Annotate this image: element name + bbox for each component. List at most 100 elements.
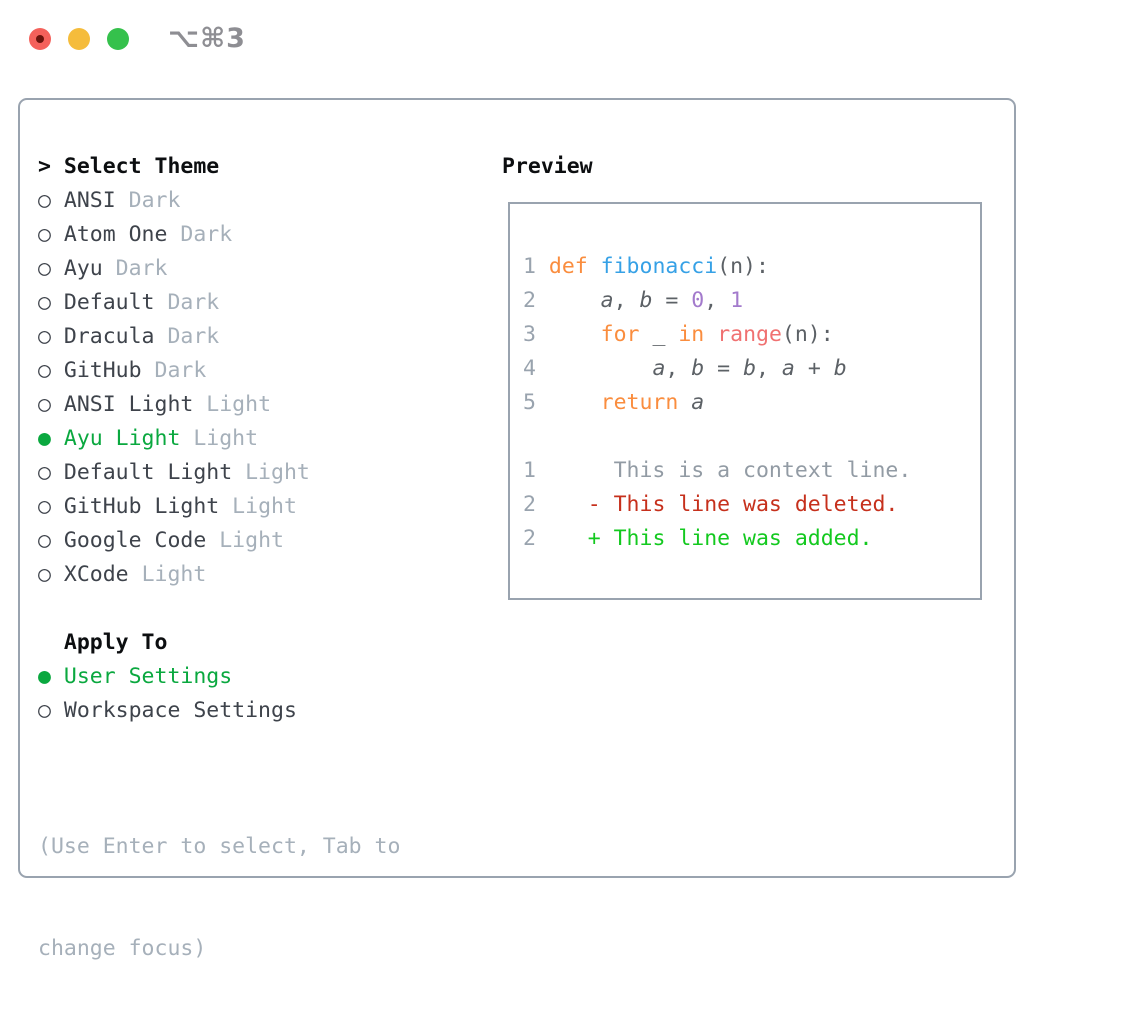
code-token: ,: [665, 356, 692, 381]
code-token: range: [717, 322, 782, 347]
code-token: (n):: [717, 254, 769, 279]
theme-name: Default Light: [50, 460, 233, 485]
code-token: [549, 322, 601, 347]
radio-unselected-icon: ○: [38, 222, 51, 247]
theme-variant: Light: [193, 392, 272, 417]
code-token: ,: [613, 288, 640, 313]
theme-item[interactable]: ● Ayu Light Light: [38, 422, 400, 456]
theme-variant: Light: [232, 460, 310, 485]
code-token: [704, 322, 717, 347]
theme-name: GitHub: [50, 358, 142, 383]
code-line: 2 a, b = 0, 1: [523, 284, 980, 318]
code-line: 3 for _ in range(n):: [523, 318, 980, 352]
theme-item[interactable]: ○ XCode Light: [38, 558, 400, 592]
code-token: a: [652, 356, 666, 381]
theme-variant: Dark: [115, 188, 181, 213]
close-button[interactable]: [29, 28, 51, 50]
theme-item[interactable]: ○ ANSI Light Light: [38, 388, 400, 422]
line-number: 4: [523, 356, 536, 381]
code-token: b: [833, 356, 847, 381]
theme-variant: Dark: [167, 222, 233, 247]
radio-unselected-icon: ○: [38, 562, 51, 587]
radio-unselected-icon: ○: [38, 392, 51, 417]
theme-name: Google Code: [50, 528, 207, 553]
spacer: [38, 592, 400, 626]
select-theme-header-label: Select Theme: [63, 154, 220, 179]
theme-variant: Dark: [154, 290, 220, 315]
line-number: 2: [523, 526, 536, 551]
radio-unselected-icon: ○: [38, 528, 51, 553]
code-token: [549, 288, 601, 313]
theme-variant: Dark: [141, 358, 207, 383]
theme-name: Dracula: [50, 324, 155, 349]
theme-item[interactable]: ○ Default Dark: [38, 286, 400, 320]
radio-unselected-icon: ○: [38, 494, 51, 519]
code-line: 1 This is a context line.: [523, 454, 980, 488]
theme-item[interactable]: ○ GitHub Light Light: [38, 490, 400, 524]
theme-item[interactable]: ○ Google Code Light: [38, 524, 400, 558]
code-token: for: [600, 322, 640, 347]
theme-item[interactable]: ○ GitHub Dark: [38, 354, 400, 388]
code-token: 0: [691, 288, 705, 313]
code-token: def: [548, 254, 588, 279]
code-token: ,: [704, 288, 731, 313]
window-title: ⌥⌘3: [168, 23, 246, 54]
apply-to-list: ● User Settings○ Workspace Settings: [38, 660, 400, 728]
theme-variant: Light: [128, 562, 207, 587]
apply-to-option[interactable]: ● User Settings: [38, 660, 400, 694]
theme-item[interactable]: ○ Atom One Dark: [38, 218, 400, 252]
minimize-button[interactable]: [68, 28, 90, 50]
line-number: 1: [523, 458, 536, 483]
theme-name: Atom One: [50, 222, 168, 247]
hint-text: (Use Enter to select, Tab to change focu…: [38, 762, 400, 1034]
code-token: [588, 254, 601, 279]
apply-to-option[interactable]: ○ Workspace Settings: [38, 694, 400, 728]
code-token: + This line was added.: [587, 526, 873, 551]
hint-line: change focus): [38, 936, 207, 961]
blank-line: [523, 420, 980, 454]
hint-line: (Use Enter to select, Tab to: [38, 834, 401, 859]
zoom-button[interactable]: [107, 28, 129, 50]
radio-unselected-icon: ○: [38, 698, 51, 723]
code-token: [549, 526, 588, 551]
code-token: b: [743, 356, 757, 381]
code-token: b: [639, 288, 653, 313]
code-token: in: [678, 322, 705, 347]
theme-name: ANSI: [50, 188, 116, 213]
theme-list: ○ ANSI Dark○ Atom One Dark○ Ayu Dark○ De…: [38, 184, 400, 592]
code-token: [549, 390, 601, 415]
theme-name: Default: [50, 290, 155, 315]
radio-selected-icon: ●: [38, 664, 51, 689]
theme-selector: > Select Theme ○ ANSI Dark○ Atom One Dar…: [38, 150, 400, 1034]
theme-selector-panel: > Select Theme ○ ANSI Dark○ Atom One Dar…: [18, 98, 1016, 961]
theme-item[interactable]: ○ Ayu Dark: [38, 252, 400, 286]
select-theme-header: > Select Theme: [38, 150, 400, 184]
theme-name: XCode: [50, 562, 129, 587]
close-dot-icon: [36, 35, 44, 43]
code-token: This is a context line.: [548, 458, 912, 483]
theme-item[interactable]: ○ ANSI Dark: [38, 184, 400, 218]
code-line: 2 + This line was added.: [523, 522, 980, 556]
radio-unselected-icon: ○: [38, 358, 51, 383]
theme-variant: Dark: [102, 256, 168, 281]
theme-name: GitHub Light: [50, 494, 220, 519]
code-token: =: [652, 288, 692, 313]
theme-item[interactable]: ○ Dracula Dark: [38, 320, 400, 354]
theme-item[interactable]: ○ Default Light Light: [38, 456, 400, 490]
code-token: (n):: [781, 322, 834, 347]
code-line: 2 - This line was deleted.: [523, 488, 980, 522]
apply-to-label: Workspace Settings: [50, 698, 297, 723]
window-titlebar: ⌥⌘3: [0, 0, 1140, 78]
apply-to-label: User Settings: [50, 664, 233, 689]
code-line: 4 a, b = b, a + b: [523, 352, 980, 386]
code-token: ,: [756, 356, 782, 381]
code-token: +: [794, 356, 834, 381]
radio-unselected-icon: ○: [38, 290, 51, 315]
code-token: [549, 492, 588, 517]
code-token: [549, 356, 653, 381]
code-token: [678, 390, 691, 415]
